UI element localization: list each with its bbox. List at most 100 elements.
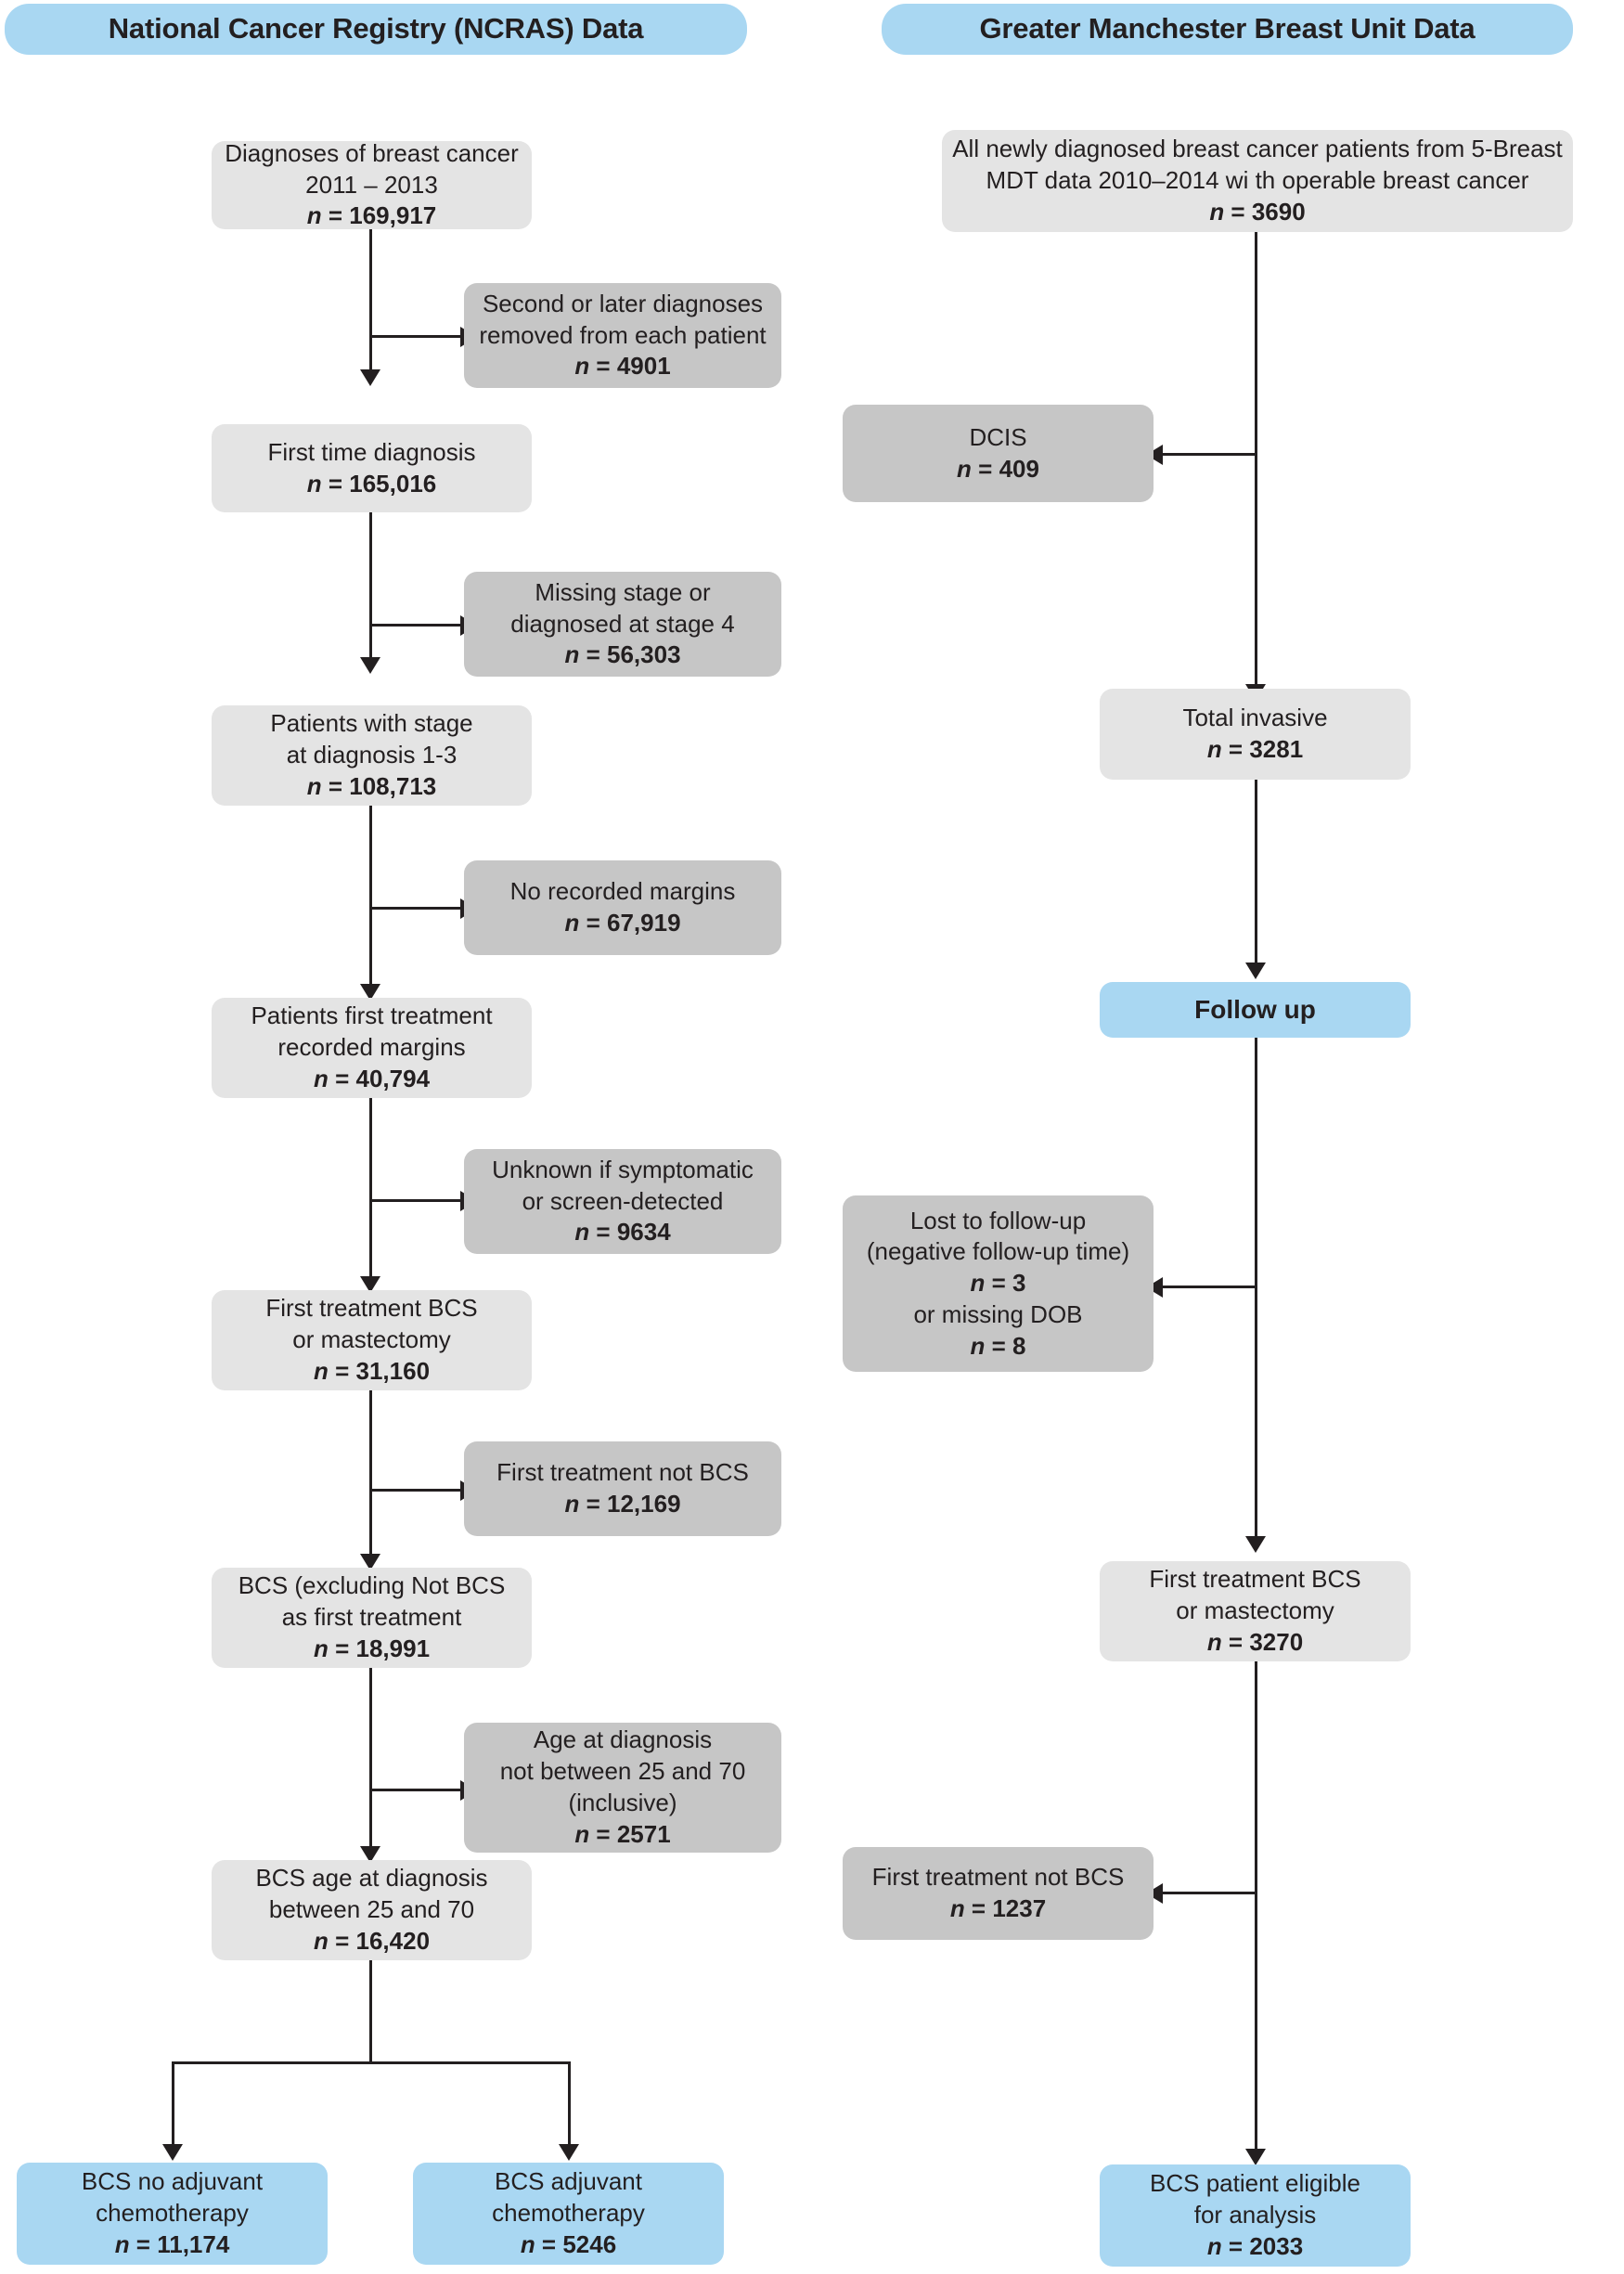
node-l3-line-2: at diagnosis 1-3 (286, 741, 458, 769)
node-l6-count: n = 18,991 (313, 1634, 431, 1662)
node-l8b-line-2: chemotherapy (492, 2199, 645, 2228)
right-column-header: Greater Manchester Breast Unit Data (882, 4, 1573, 55)
connector-l5-to-l5x (369, 1489, 467, 1492)
node-l6x-line-2: not between 25 and 70 (499, 1757, 746, 1786)
node-l1-line-2: 2011 – 2013 (305, 170, 438, 199)
node-l5-count: n = 31,160 (313, 1356, 431, 1385)
arrowhead-l5-to-l6 (360, 1554, 380, 1570)
node-l1-diagnoses-breast-cancer: Diagnoses of breast cancer 2011 – 2013 n… (212, 139, 532, 230)
connector-l7-down (369, 1960, 372, 2064)
node-l6-bcs-excluding-not-bcs: BCS (excluding Not BCS as first treatmen… (212, 1568, 532, 1668)
node-r3-count: n = 3270 (1206, 1627, 1304, 1656)
node-r1x-count: n = 409 (957, 454, 1039, 483)
node-l2x-count: n = 56,303 (564, 640, 681, 669)
node-l1x-second-or-later-diagnoses: Second or later diagnoses removed from e… (464, 283, 781, 388)
node-r3x-first-treatment-not-bcs: First treatment not BCS n = 1237 (843, 1847, 1154, 1940)
node-r1-count: n = 3690 (1209, 197, 1306, 226)
node-r1-line-2: MDT data 2010–2014 wi th operable breast… (986, 166, 1529, 195)
node-l2-count: n = 165,016 (306, 469, 437, 497)
connector-badge-to-r2x (1160, 1286, 1257, 1288)
connector-r3-down (1255, 1661, 1257, 2151)
node-l5x-first-treatment-not-bcs: First treatment not BCS n = 12,169 (464, 1441, 781, 1536)
node-l8b-line-1: BCS adjuvant (495, 2167, 642, 2196)
connector-l3-down (369, 806, 372, 988)
node-r3x-line-1: First treatment not BCS (871, 1863, 1125, 1892)
node-l3x-count: n = 67,919 (564, 909, 681, 937)
node-l8a-count: n = 11,174 (114, 2229, 230, 2258)
node-l5-first-treatment-bcs-or-mastectomy: First treatment BCS or mastectomy n = 31… (212, 1290, 532, 1390)
connector-l1-down (369, 229, 372, 373)
node-l5x-line-1: First treatment not BCS (496, 1458, 749, 1487)
node-l6x-age-at-diagnosis-excluded: Age at diagnosis not between 25 and 70 (… (464, 1723, 781, 1853)
connector-l7-split-bar (172, 2061, 571, 2064)
right-header-label: Greater Manchester Breast Unit Data (979, 12, 1476, 45)
arrowhead-badge-to-r3 (1245, 1536, 1266, 1553)
connector-l2-down (369, 512, 372, 661)
node-r2-total-invasive: Total invasive n = 3281 (1100, 689, 1411, 780)
node-r2x-line-2: (negative follow-up time) (866, 1237, 1130, 1266)
connector-badge-down (1255, 1038, 1257, 1539)
connector-l3-to-l3x (369, 907, 467, 910)
node-l8a-bcs-no-adjuvant-chemotherapy: BCS no adjuvant chemotherapy n = 11,174 (17, 2163, 328, 2265)
connector-l6-down (369, 1668, 372, 1850)
node-r-badge-follow-up: Follow up (1100, 982, 1411, 1038)
node-l3-count: n = 108,713 (306, 771, 437, 800)
node-l5-line-2: or mastectomy (292, 1325, 451, 1354)
connector-r1-down (1255, 232, 1257, 687)
left-column-header: National Cancer Registry (NCRAS) Data (5, 4, 747, 55)
node-l6-line-1: BCS (excluding Not BCS (238, 1571, 506, 1600)
node-r4-line-1: BCS patient eligible (1150, 2169, 1360, 2198)
arrowhead-l1-to-l2 (360, 369, 380, 386)
node-r4-count: n = 2033 (1206, 2231, 1304, 2260)
node-l5x-count: n = 12,169 (564, 1490, 681, 1518)
node-l8b-bcs-adjuvant-chemotherapy: BCS adjuvant chemotherapy n = 5246 (413, 2163, 724, 2265)
node-r2x-count-1: n = 3 (970, 1269, 1026, 1298)
arrowhead-to-l8b (559, 2144, 579, 2161)
node-l2-first-time-diagnosis: First time diagnosis n = 165,016 (212, 424, 532, 512)
connector-r2-down (1255, 780, 1257, 965)
node-l6x-count: n = 2571 (574, 1819, 671, 1848)
connector-l4-to-l4x (369, 1199, 467, 1202)
node-l8a-line-1: BCS no adjuvant (81, 2167, 264, 2196)
node-r2x-line-1: Lost to follow-up (909, 1206, 1087, 1234)
node-l1-count: n = 169,917 (306, 201, 437, 230)
arrowhead-to-l8a (162, 2144, 183, 2161)
node-r2x-count-2: n = 8 (970, 1331, 1026, 1360)
node-l7-line-2: between 25 and 70 (268, 1895, 475, 1924)
node-l3x-no-recorded-margins: No recorded margins n = 67,919 (464, 860, 781, 955)
node-l4-line-1: Patients first treatment (251, 1001, 493, 1030)
node-l7-bcs-age-between-25-70: BCS age at diagnosis between 25 and 70 n… (212, 1860, 532, 1960)
node-l4-line-2: recorded margins (277, 1033, 466, 1062)
node-l2x-line-2: diagnosed at stage 4 (510, 609, 735, 638)
node-l6-line-2: as first treatment (281, 1603, 462, 1632)
node-l6x-line-3: (inclusive) (568, 1789, 677, 1816)
node-r3x-count: n = 1237 (949, 1894, 1047, 1922)
node-l4x-line-1: Unknown if symptomatic (492, 1155, 754, 1183)
node-l8b-count: n = 5246 (520, 2229, 617, 2258)
connector-split-right-down (568, 2061, 571, 2148)
arrowhead-r3-to-r4 (1245, 2149, 1266, 2165)
node-r4-line-2: for analysis (1193, 2201, 1317, 2229)
node-l6x-line-1: Age at diagnosis (533, 1725, 713, 1754)
connector-l4-down (369, 1098, 372, 1280)
connector-split-left-down (172, 2061, 174, 2148)
node-r4-bcs-patient-eligible: BCS patient eligible for analysis n = 20… (1100, 2164, 1411, 2267)
node-l7-line-1: BCS age at diagnosis (255, 1864, 488, 1893)
node-l2x-missing-stage: Missing stage or diagnosed at stage 4 n … (464, 572, 781, 677)
node-r3-line-1: First treatment BCS (1149, 1565, 1361, 1594)
node-r1x-dcis: DCIS n = 409 (843, 405, 1154, 502)
node-l3-line-1: Patients with stage (270, 709, 473, 738)
node-l7-count: n = 16,420 (313, 1926, 431, 1955)
node-l4-patients-first-treatment-margins: Patients first treatment recorded margin… (212, 998, 532, 1098)
node-l5-line-1: First treatment BCS (265, 1294, 478, 1323)
node-r2-line-1: Total invasive (1182, 704, 1328, 732)
node-l4x-line-2: or screen-detected (522, 1186, 724, 1215)
node-l1x-count: n = 4901 (574, 352, 671, 381)
arrowhead-l3-to-l4 (360, 984, 380, 1001)
node-r1-all-newly-diagnosed: All newly diagnosed breast cancer patien… (942, 130, 1573, 232)
node-r2x-lost-to-follow-up: Lost to follow-up (negative follow-up ti… (843, 1195, 1154, 1372)
connector-l5-down (369, 1390, 372, 1557)
left-header-label: National Cancer Registry (NCRAS) Data (108, 12, 644, 45)
connector-l6-to-l6x (369, 1789, 467, 1791)
node-r1x-line-1: DCIS (969, 422, 1027, 451)
